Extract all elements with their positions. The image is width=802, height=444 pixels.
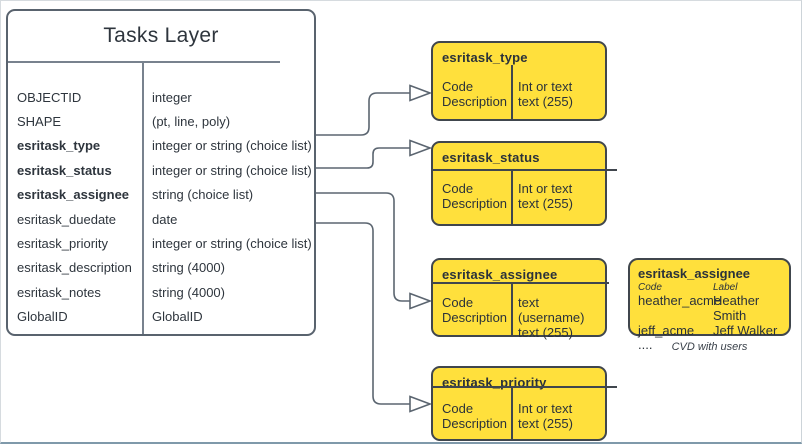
connector-esritask-priority [316, 222, 410, 405]
cvd-code-value: heather_acme [638, 293, 722, 308]
field-type: date [152, 211, 178, 227]
table-row: esritask_status integer or string (choic… [8, 158, 314, 182]
table-row: esritask_description string (4000) [8, 256, 314, 280]
cvd-label-value: Heather Smith [713, 293, 760, 323]
description-label: Description [442, 310, 508, 325]
field-name: esritask_assignee [17, 187, 130, 203]
field-type: integer or string (choice list) [152, 162, 312, 178]
table-title: Tasks Layer [103, 24, 219, 47]
connector-esritask-type [316, 92, 410, 136]
field-type: GlobalID [152, 309, 203, 325]
table-row: esritask_priority integer or string (cho… [8, 231, 314, 255]
cvd-row: heather_acme Heather Smith [630, 293, 789, 323]
tasks-layer-table: Tasks Layer OBJECTID integer SHAPE (pt, … [6, 9, 316, 336]
description-label: Description [442, 94, 508, 109]
field-type: integer [152, 89, 192, 105]
domain-box-esritask-type: esritask_type Code Description Int or te… [431, 41, 607, 121]
field-name: esritask_type [17, 138, 101, 154]
table-row: GlobalID GlobalID [8, 305, 314, 329]
field-type: string (4000) [152, 260, 225, 276]
field-name: esritask_status [17, 162, 112, 178]
connector-esritask-status [316, 147, 410, 169]
domain-title-divider [431, 169, 617, 171]
table-row: esritask_assignee string (choice list) [8, 183, 314, 207]
field-type: integer or string (choice list) [152, 138, 312, 154]
domain-column-divider [511, 65, 513, 119]
description-type: text (255) [518, 325, 573, 340]
domain-title: esritask_status [442, 150, 540, 165]
code-label: Code [442, 401, 474, 416]
description-label: Description [442, 416, 508, 431]
code-type: Int or text [518, 79, 573, 94]
cvd-column-headers: Code Label [630, 282, 789, 293]
code-label: Code [442, 295, 474, 310]
code-type: Int or text [518, 401, 573, 416]
cvd-row: jeff_acme Jeff Walker [630, 323, 789, 338]
description-label: Description [442, 196, 508, 211]
domain-title-divider [431, 282, 609, 284]
domain-box-esritask-priority: esritask_priority Code Description Int o… [431, 366, 617, 441]
cvd-code-value: jeff_acme [638, 323, 695, 338]
cvd-caption: CVD with users [671, 341, 748, 353]
cvd-title: esritask_assignee [638, 266, 751, 281]
cvd-label-header: Label [713, 282, 738, 293]
field-name: esritask_priority [17, 236, 109, 252]
code-label: Code [442, 181, 474, 196]
table-row: OBJECTID integer [8, 85, 314, 109]
field-list: OBJECTID integer SHAPE (pt, line, poly) … [8, 63, 314, 334]
arrowhead-icon [409, 292, 433, 310]
domain-title: esritask_assignee [442, 267, 558, 282]
arrowhead-icon [409, 84, 433, 102]
cvd-ellipsis: .... [638, 337, 653, 352]
domain-title-divider [431, 386, 617, 388]
field-name: SHAPE [17, 114, 62, 130]
table-row: esritask_duedate date [8, 207, 314, 231]
domain-box-esritask-status: esritask_status Code Description Int or … [431, 141, 617, 226]
code-label: Code [442, 79, 474, 94]
description-type: text (255) [518, 196, 573, 211]
field-name: GlobalID [17, 309, 68, 325]
field-type: (pt, line, poly) [152, 114, 231, 130]
domain-box-esritask-assignee: esritask_assignee Code Description text … [431, 258, 609, 340]
domain-title: esritask_type [442, 50, 528, 65]
title-divider [8, 61, 280, 63]
arrowhead-icon [409, 139, 433, 157]
code-type: Int or text [518, 181, 573, 196]
cvd-code-header: Code [638, 282, 662, 293]
field-type: integer or string (choice list) [152, 236, 312, 252]
field-name: esritask_notes [17, 284, 101, 300]
cvd-label-value: Jeff Walker [713, 323, 778, 338]
description-type: text (255) [518, 94, 573, 109]
field-type: string (4000) [152, 284, 225, 300]
domain-column-divider [511, 386, 513, 439]
table-row: esritask_type integer or string (choice … [8, 134, 314, 158]
column-divider [142, 61, 144, 334]
table-row: SHAPE (pt, line, poly) [8, 109, 314, 133]
connector-esritask-assignee [316, 192, 410, 302]
table-row: esritask_notes string (4000) [8, 280, 314, 304]
field-name: esritask_duedate [17, 211, 117, 227]
field-name: OBJECTID [17, 89, 82, 105]
description-type: text (255) [518, 416, 573, 431]
domain-column-divider [511, 169, 513, 224]
cvd-box-esritask-assignee: esritask_assignee Code Label heather_acm… [628, 258, 791, 352]
domain-column-divider [511, 282, 513, 335]
arrowhead-icon [409, 395, 433, 413]
field-type: string (choice list) [152, 187, 254, 203]
field-name: esritask_description [17, 260, 132, 276]
code-type: text (username) [518, 295, 585, 325]
